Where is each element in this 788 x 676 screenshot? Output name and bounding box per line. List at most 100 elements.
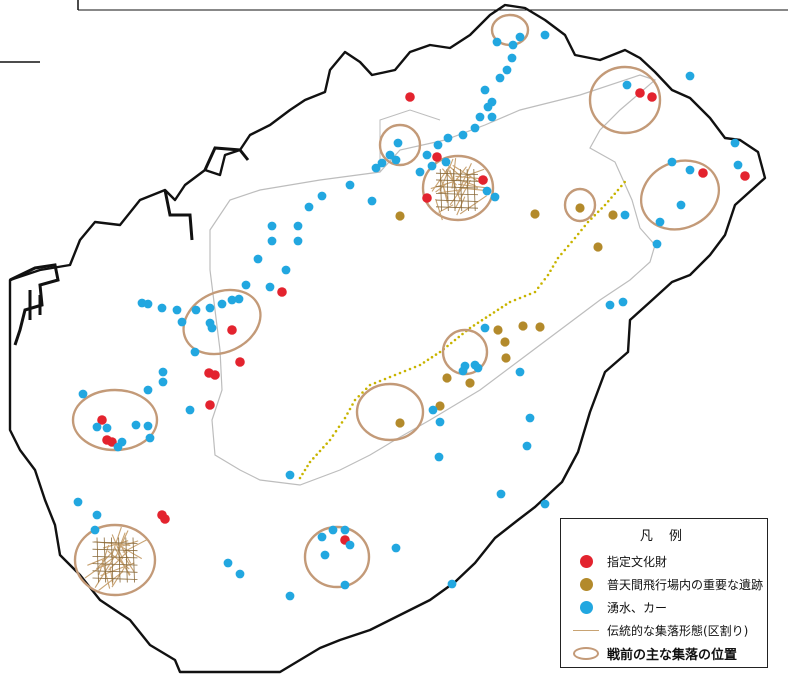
trail-dot — [351, 403, 354, 406]
grid-line — [110, 526, 122, 558]
trail-dot — [528, 292, 532, 296]
spring-dot — [435, 417, 445, 427]
grid-line — [111, 537, 114, 583]
spring-dot — [522, 441, 532, 451]
grid-line — [453, 168, 456, 212]
cultural-property-dot — [405, 92, 415, 102]
trail-dot — [306, 464, 309, 468]
legend-item-site: 普天間飛行場内の重要な遺跡 — [569, 573, 763, 596]
spring-dot — [172, 305, 182, 315]
spring-dot — [508, 40, 518, 50]
grid-line — [92, 548, 138, 552]
grid-line — [435, 198, 443, 221]
settlement-ellipse — [182, 288, 262, 356]
spring-dot — [113, 442, 123, 452]
legend-item-traditional: 伝統的な集落形態(区割り) — [569, 619, 759, 642]
trail-dot — [298, 476, 302, 480]
cultural-property-dot — [107, 437, 117, 447]
spring-dot — [177, 317, 187, 327]
cultural-property-dot — [205, 400, 215, 410]
settlement-ellipse — [421, 154, 495, 222]
spring-dot — [458, 366, 468, 376]
spring-dot — [234, 294, 244, 304]
spring-dot — [473, 363, 483, 373]
grid-line — [125, 558, 135, 573]
settlement-ellipse — [563, 187, 597, 223]
spring-dot — [345, 180, 355, 190]
spring-dot — [393, 138, 403, 148]
trail-dot — [434, 353, 438, 356]
trail-dot — [590, 217, 593, 220]
cultural-property-dot — [277, 287, 287, 297]
grid-line — [456, 163, 472, 195]
trail-dot — [596, 210, 600, 214]
trail-dot — [361, 391, 364, 394]
spring-dot — [143, 385, 153, 395]
trail-dot — [322, 446, 325, 449]
grid-line — [92, 570, 138, 573]
trail-dot — [500, 305, 504, 309]
spring-dot — [482, 186, 492, 196]
cultural-property-dot — [422, 193, 432, 203]
red-dot-icon — [579, 555, 593, 568]
spring-dot — [490, 192, 500, 202]
trail-dot — [346, 412, 349, 415]
cultural-property-dot — [235, 357, 245, 367]
spring-dot — [652, 239, 662, 249]
spring-dot — [235, 569, 245, 579]
spring-dot — [191, 305, 201, 315]
spring-dot — [131, 420, 141, 430]
settlement-ellipse — [639, 159, 721, 231]
trail-dot — [504, 303, 508, 306]
grid-line — [435, 206, 479, 209]
grid-line — [111, 565, 126, 588]
line-icon — [573, 630, 599, 631]
legend-label: 戦前の主な集落の位置 — [607, 648, 738, 663]
spring-dot — [371, 163, 381, 173]
cultural-property-dot — [635, 88, 645, 98]
spring-dot — [441, 157, 451, 167]
spring-dot — [285, 591, 295, 601]
spring-dot — [385, 150, 395, 160]
trail-dot — [480, 318, 484, 322]
legend-label: 湧水、カー — [607, 601, 668, 615]
trail-dot — [540, 282, 543, 285]
trail-dot — [357, 394, 361, 398]
trail-dot — [616, 188, 620, 192]
archaeological-site-dot — [395, 418, 405, 428]
spring-dot — [730, 138, 740, 148]
trail-dot — [570, 240, 573, 244]
trail-dot — [315, 453, 318, 456]
spring-dot — [733, 160, 743, 170]
grid-line — [456, 196, 466, 216]
trail-dot — [413, 365, 417, 369]
trail-dot — [496, 308, 500, 312]
spring-dot — [433, 140, 443, 150]
archaeological-site-dot — [501, 353, 511, 363]
settlement-ellipse — [588, 65, 662, 135]
trail-dot — [334, 429, 338, 433]
trail-dot — [378, 379, 382, 383]
spring-dot — [78, 389, 88, 399]
archaeological-site-dot — [575, 203, 585, 213]
trail-dot — [468, 326, 472, 330]
spring-dot — [443, 133, 453, 143]
spring-dot — [207, 323, 217, 333]
spring-dot — [227, 295, 237, 305]
grid-line — [132, 537, 135, 583]
archaeological-site-dot — [395, 211, 405, 221]
grid-line — [92, 556, 138, 559]
trail-dot — [566, 244, 570, 248]
legend-item-prewar: 戦前の主な集落の位置 — [569, 642, 759, 665]
trail-dot — [476, 321, 480, 325]
trail-dot — [364, 387, 368, 391]
trail-dot — [518, 296, 522, 300]
spring-dot — [145, 433, 155, 443]
cultural-property-dot — [160, 514, 170, 524]
trail-dot — [325, 442, 328, 445]
grid-line — [118, 537, 121, 583]
grid-line — [109, 566, 114, 586]
grid-line — [439, 168, 442, 212]
archaeological-site-dot — [593, 242, 603, 252]
grid-line — [102, 540, 129, 549]
